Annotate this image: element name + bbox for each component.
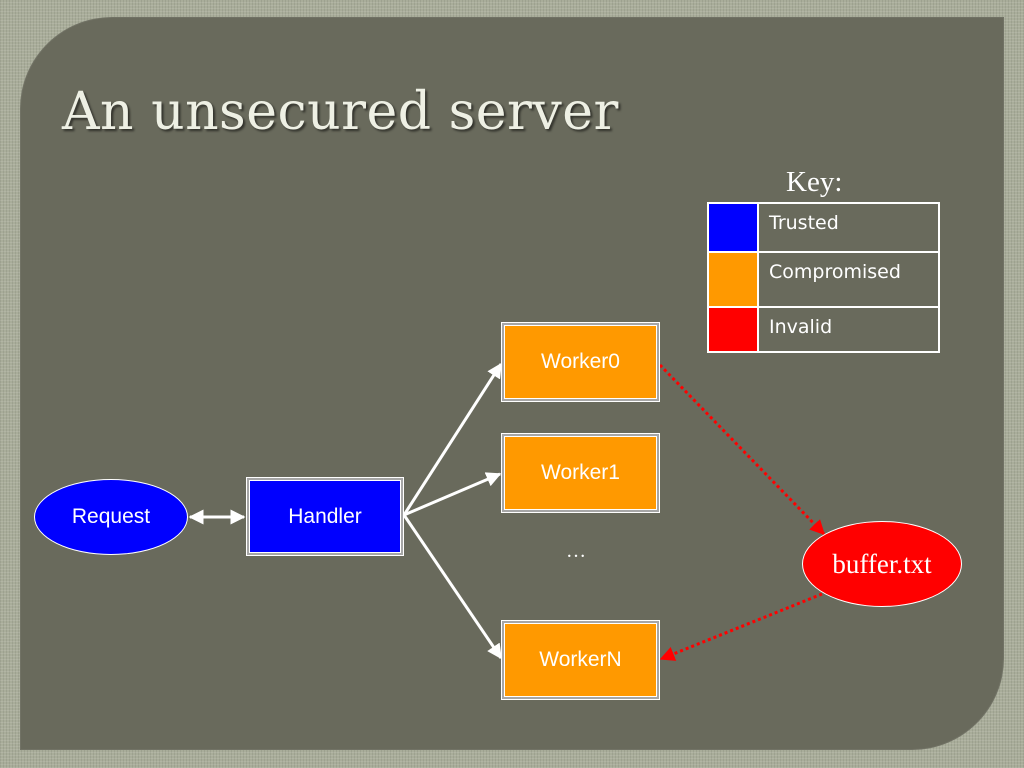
key-row-invalid: Invalid bbox=[709, 306, 938, 351]
buffer-file-label: buffer.txt bbox=[832, 548, 932, 579]
key-label-trusted: Trusted bbox=[769, 212, 839, 234]
worker0-node: Worker0 bbox=[501, 322, 660, 402]
edge-worker0-buffer bbox=[658, 363, 826, 536]
key-swatch-trusted bbox=[709, 204, 759, 251]
handler-node-label: Handler bbox=[288, 504, 362, 528]
edge-handler-worker0 bbox=[402, 362, 503, 516]
workerN-node-label: WorkerN bbox=[539, 648, 622, 671]
edge-handler-workerN bbox=[402, 514, 503, 660]
request-node-label: Request bbox=[71, 505, 151, 528]
key-label: Key: bbox=[786, 166, 843, 198]
worker1-node: Worker1 bbox=[501, 433, 660, 513]
key-label-compromised: Compromised bbox=[769, 261, 901, 283]
buffer-file-node: buffer.txt bbox=[802, 521, 962, 607]
key-legend-table: Trusted Compromised Invalid bbox=[707, 202, 940, 353]
key-row-trusted: Trusted bbox=[709, 204, 938, 251]
edge-handler-worker1 bbox=[403, 472, 502, 517]
slide-title: An unsecured server bbox=[62, 82, 619, 142]
handler-node: Handler bbox=[246, 477, 404, 556]
workerN-node: WorkerN bbox=[501, 620, 660, 700]
worker0-node-label: Worker0 bbox=[541, 350, 620, 373]
key-row-compromised: Compromised bbox=[709, 251, 938, 306]
workers-ellipsis: … bbox=[566, 540, 586, 562]
key-swatch-invalid bbox=[709, 308, 759, 351]
edge-buffer-workerN bbox=[659, 592, 823, 661]
request-node: Request bbox=[34, 479, 188, 555]
key-swatch-compromised bbox=[709, 253, 759, 306]
key-label-invalid: Invalid bbox=[769, 316, 833, 338]
worker1-node-label: Worker1 bbox=[541, 461, 620, 484]
